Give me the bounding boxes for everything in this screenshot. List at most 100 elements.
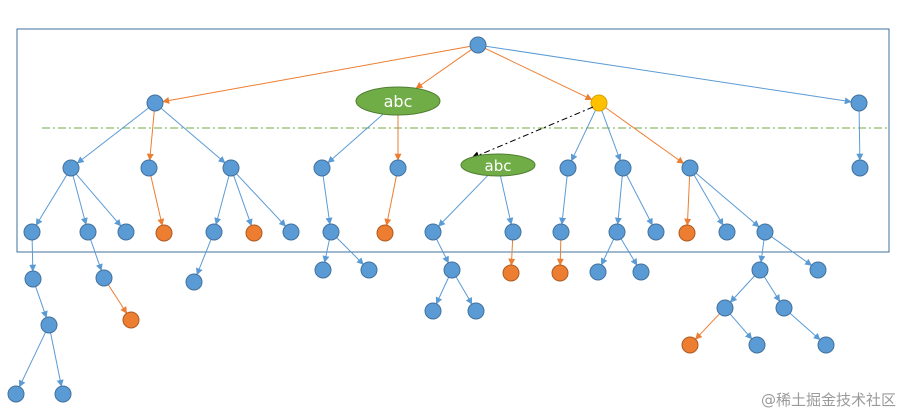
blue-node-g2c1a1 [424,302,442,320]
blue-node-a1a1a2 [54,385,72,403]
edge-Yc2-Yc2a [614,175,623,225]
edge-g1c1a-g1c1a2 [336,237,364,265]
edge-Yc2-Yc2b [626,174,653,226]
blue-node-Yc2b [647,223,665,241]
blue-node-Yc3b [718,223,736,241]
blue-node-Yc3c2 [809,261,827,279]
edge-Yc3c1a-Yc3c1a1 [695,313,720,340]
blue-node-Yc3c1b [775,299,793,317]
blue-node-a1c [117,223,135,241]
green-node-abc-1-label: abc [384,92,413,111]
edge-Yc2a-Yc2a2 [620,238,638,266]
orange-node-g2c2a [502,264,520,282]
blue-node-a1a1 [24,270,42,288]
edges-layer [19,45,864,388]
edge-a1a1a-a1a1a2 [50,332,64,387]
edge-Yc3-Yc3a [684,175,692,226]
blue-node-Yc2a [608,223,626,241]
edge-g2c1a-g2c1a2 [455,276,473,305]
edge-Y-Yc3 [605,107,685,164]
blue-node-R [850,94,868,112]
edge-Yc3c-Yc3c2 [771,236,813,266]
edge-Y-Yc2 [601,110,622,162]
blue-node-g2c1 [424,223,442,241]
blue-node-Yc3 [681,159,699,177]
blue-node-Yc2a2 [632,263,650,281]
edge-Yc3c1a-Yc3c1a2 [729,313,753,340]
dashed-pointer-arrow [471,106,594,159]
blue-node-g1c1a [322,223,340,241]
blue-node-a1 [62,159,80,177]
edge-a3-a3b [233,175,253,227]
blue-node-a1a1a1 [7,385,25,403]
edge-g2c1a-g2c1a1 [435,277,450,305]
blue-node-root [469,36,487,54]
edge-a3a-a3a1 [196,239,212,276]
blue-node-g1c2 [389,159,407,177]
edge-g1-g1c1 [327,113,384,164]
edge-a1a-a1a1 [29,239,37,272]
edge-g1c1-g1c1a [322,175,333,225]
frame-rectangle [16,28,890,253]
edge-R-R1 [856,110,864,161]
edge-Yc3c-Yc3c1 [758,239,766,263]
edge-a1b-a1b1 [90,239,103,272]
orange-node-a1b1a [122,311,140,329]
edge-a1-a1b [72,175,88,225]
edge-a2-a2a [150,175,165,226]
blue-node-g2c2 [504,223,522,241]
edge-Yc1a-Yc1a1 [556,239,564,266]
blue-node-Yc3c1a [716,299,734,317]
orange-node-Yc1a1 [551,264,569,282]
blue-node-g1c1 [313,159,331,177]
blue-node-a3a [205,223,223,241]
edge-g2c1-g2c1a [436,238,449,264]
green-node-abc-1: abc [355,86,441,116]
edge-a3-a3a [214,175,230,225]
edge-a3-a3c [236,173,287,227]
blue-node-g1c1a2 [360,261,378,279]
edge-root-g1 [415,49,472,89]
blue-node-Yc3c [756,223,774,241]
blue-node-a3c [282,223,300,241]
edge-Yc2a-Yc2a1 [600,239,615,266]
blue-node-a1b [79,223,97,241]
watermark-text: @稀土掘金技术社区 [760,391,896,409]
edge-g1c2-g1c2a [384,175,397,226]
edge-Yc3c1-Yc3c1b [763,276,781,302]
blue-node-a2 [140,159,158,177]
edge-Yc3-Yc3c [695,172,760,228]
orange-node-Yc3c1a1 [681,336,699,354]
edge-root-Y [484,48,593,100]
blue-node-Yc3c1b1 [817,336,835,354]
edge-Yc3-Yc3b [693,174,724,226]
edge-root-R [485,45,852,105]
edge-a1b1-a1b1a [107,284,128,314]
nodes-layer [7,36,869,403]
orange-node-Yc3a [678,224,696,242]
edge-g2-g2c2 [499,175,514,225]
blue-node-a1a1a [40,316,58,334]
blue-node-Yc2a1 [589,263,607,281]
edge-g1c1a-g1c1a1 [322,239,330,263]
green-node-abc-2: abc [460,153,536,177]
edge-a1-a1a [35,174,68,226]
blue-node-g2c1a [443,261,461,279]
blue-node-A [146,94,164,112]
blue-node-Yc2 [614,159,632,177]
edge-root-A [162,45,471,104]
edge-a1a1a-a1a1a1 [19,332,46,388]
green-node-abc-2-label: abc [485,157,512,175]
edge-g2c2-g2c2a [508,239,516,266]
blue-node-Yc1a [552,223,570,241]
blue-node-a3a1 [185,273,203,291]
blue-node-R1 [851,159,869,177]
edge-Y-Yc1 [570,110,597,162]
blue-node-a1a [23,223,41,241]
blue-node-Yc1 [559,159,577,177]
edge-Yc3c1b-Yc3c1b1 [789,312,821,341]
blue-node-a3 [222,159,240,177]
edge-a1-a1c [75,173,122,227]
orange-node-g1c2a [376,224,394,242]
blue-node-g1c1a1 [314,261,332,279]
